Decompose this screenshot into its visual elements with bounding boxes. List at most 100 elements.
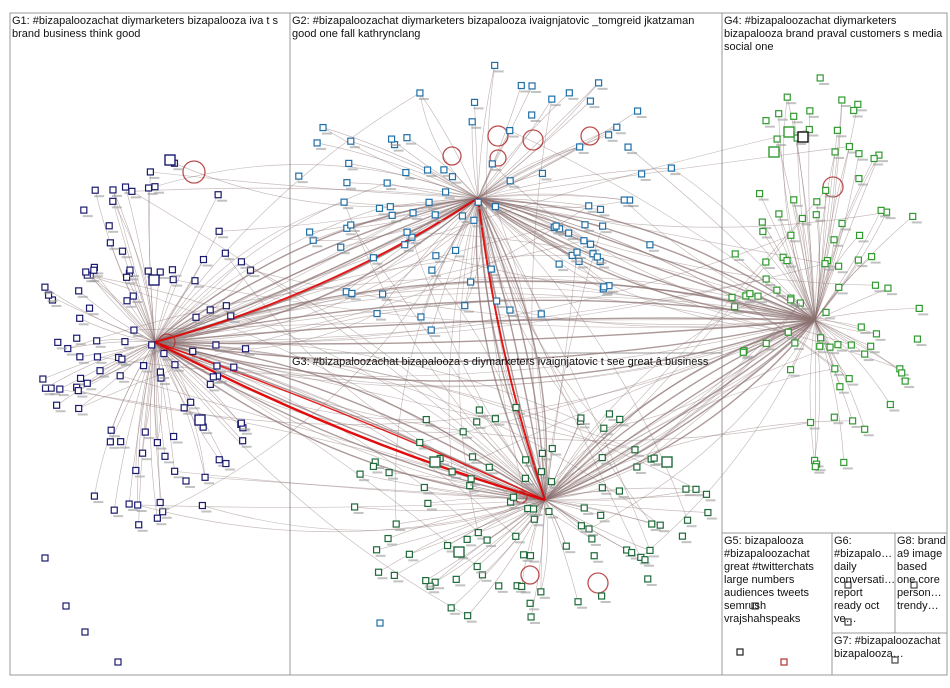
node xyxy=(206,380,214,389)
node-shadow xyxy=(684,494,695,497)
hub-edge xyxy=(544,319,816,501)
node-shadow xyxy=(476,571,487,574)
node-shadow xyxy=(627,152,638,155)
node-shadow xyxy=(553,232,564,235)
node xyxy=(585,202,593,210)
node xyxy=(597,511,605,519)
node xyxy=(775,210,783,218)
hub-edge xyxy=(544,319,816,501)
node xyxy=(432,252,440,260)
edge xyxy=(137,341,156,506)
edge xyxy=(447,499,546,546)
node xyxy=(125,500,133,508)
node-shadow xyxy=(378,213,389,216)
edge xyxy=(154,341,161,503)
node xyxy=(237,258,246,266)
node-shadow xyxy=(391,220,402,223)
hub-edge xyxy=(154,319,816,345)
self-loop xyxy=(580,126,600,146)
node xyxy=(598,454,606,462)
node-shadow xyxy=(488,472,499,475)
node xyxy=(340,198,348,206)
node xyxy=(201,473,209,481)
node-shadow xyxy=(349,229,360,232)
node xyxy=(547,478,556,486)
node-shadow xyxy=(466,544,477,547)
node xyxy=(209,373,217,381)
node xyxy=(160,349,168,358)
node-shadow xyxy=(156,523,167,526)
edge xyxy=(479,409,546,501)
node-shadow xyxy=(50,393,61,396)
node-shadow xyxy=(450,612,461,615)
edge xyxy=(814,153,860,321)
edge xyxy=(154,341,514,498)
isolate-node xyxy=(736,648,744,656)
node-shadow xyxy=(117,362,128,365)
edge xyxy=(477,197,651,551)
edge xyxy=(814,151,836,321)
group-label-g5: G5: bizapalooza #bizapaloozachat great #… xyxy=(724,535,814,625)
node-shadow xyxy=(429,591,440,594)
node xyxy=(811,463,819,471)
node-shadow xyxy=(43,292,54,295)
node-shadow xyxy=(493,70,504,73)
node-shadow xyxy=(372,471,383,474)
node-shadow xyxy=(579,423,590,426)
self-loop xyxy=(522,129,544,151)
node xyxy=(76,314,84,322)
node xyxy=(468,118,476,126)
edge xyxy=(154,278,767,343)
node-shadow xyxy=(635,472,646,475)
self-loop xyxy=(520,565,540,585)
node-shadow xyxy=(141,458,152,461)
edge xyxy=(588,319,816,530)
node-shadow xyxy=(530,621,541,624)
node-shadow xyxy=(44,393,55,396)
node-shadow xyxy=(765,348,776,351)
node xyxy=(830,413,838,421)
node xyxy=(495,582,503,590)
node xyxy=(141,428,149,436)
node-shadow xyxy=(424,585,435,588)
node xyxy=(545,507,553,516)
node-shadow xyxy=(587,210,598,213)
group-frames xyxy=(9,12,948,676)
isolate-node xyxy=(41,554,49,562)
edge xyxy=(205,476,546,501)
node-shadow xyxy=(590,543,601,546)
node-shadow xyxy=(633,454,644,457)
node-shadow xyxy=(434,587,445,590)
edge xyxy=(387,182,479,199)
node-shadow xyxy=(189,407,200,410)
node xyxy=(861,350,869,358)
node xyxy=(448,468,456,476)
node-shadow xyxy=(144,437,155,440)
node xyxy=(385,469,393,477)
node xyxy=(909,212,917,221)
node xyxy=(425,198,433,206)
edge xyxy=(814,154,880,321)
edge xyxy=(313,197,479,241)
node xyxy=(117,438,125,446)
node xyxy=(144,267,152,275)
node xyxy=(762,117,770,125)
node-shadow xyxy=(602,293,613,296)
large-node xyxy=(164,154,176,166)
node-shadow xyxy=(653,463,664,466)
large-node xyxy=(429,456,441,468)
node-shadow xyxy=(837,271,848,274)
node xyxy=(648,520,656,528)
edge xyxy=(762,231,816,321)
node xyxy=(537,588,545,596)
node-shadow xyxy=(241,432,252,435)
node xyxy=(806,107,814,115)
node xyxy=(816,342,824,350)
edge xyxy=(477,65,495,199)
node xyxy=(915,304,923,312)
group-label-g2: G2: #bizapaloozachat diymarketers bizapa… xyxy=(292,15,695,40)
node-shadow xyxy=(551,453,562,456)
node-shadow xyxy=(406,237,417,240)
node-shadow xyxy=(789,240,800,243)
node-shadow xyxy=(374,466,385,469)
